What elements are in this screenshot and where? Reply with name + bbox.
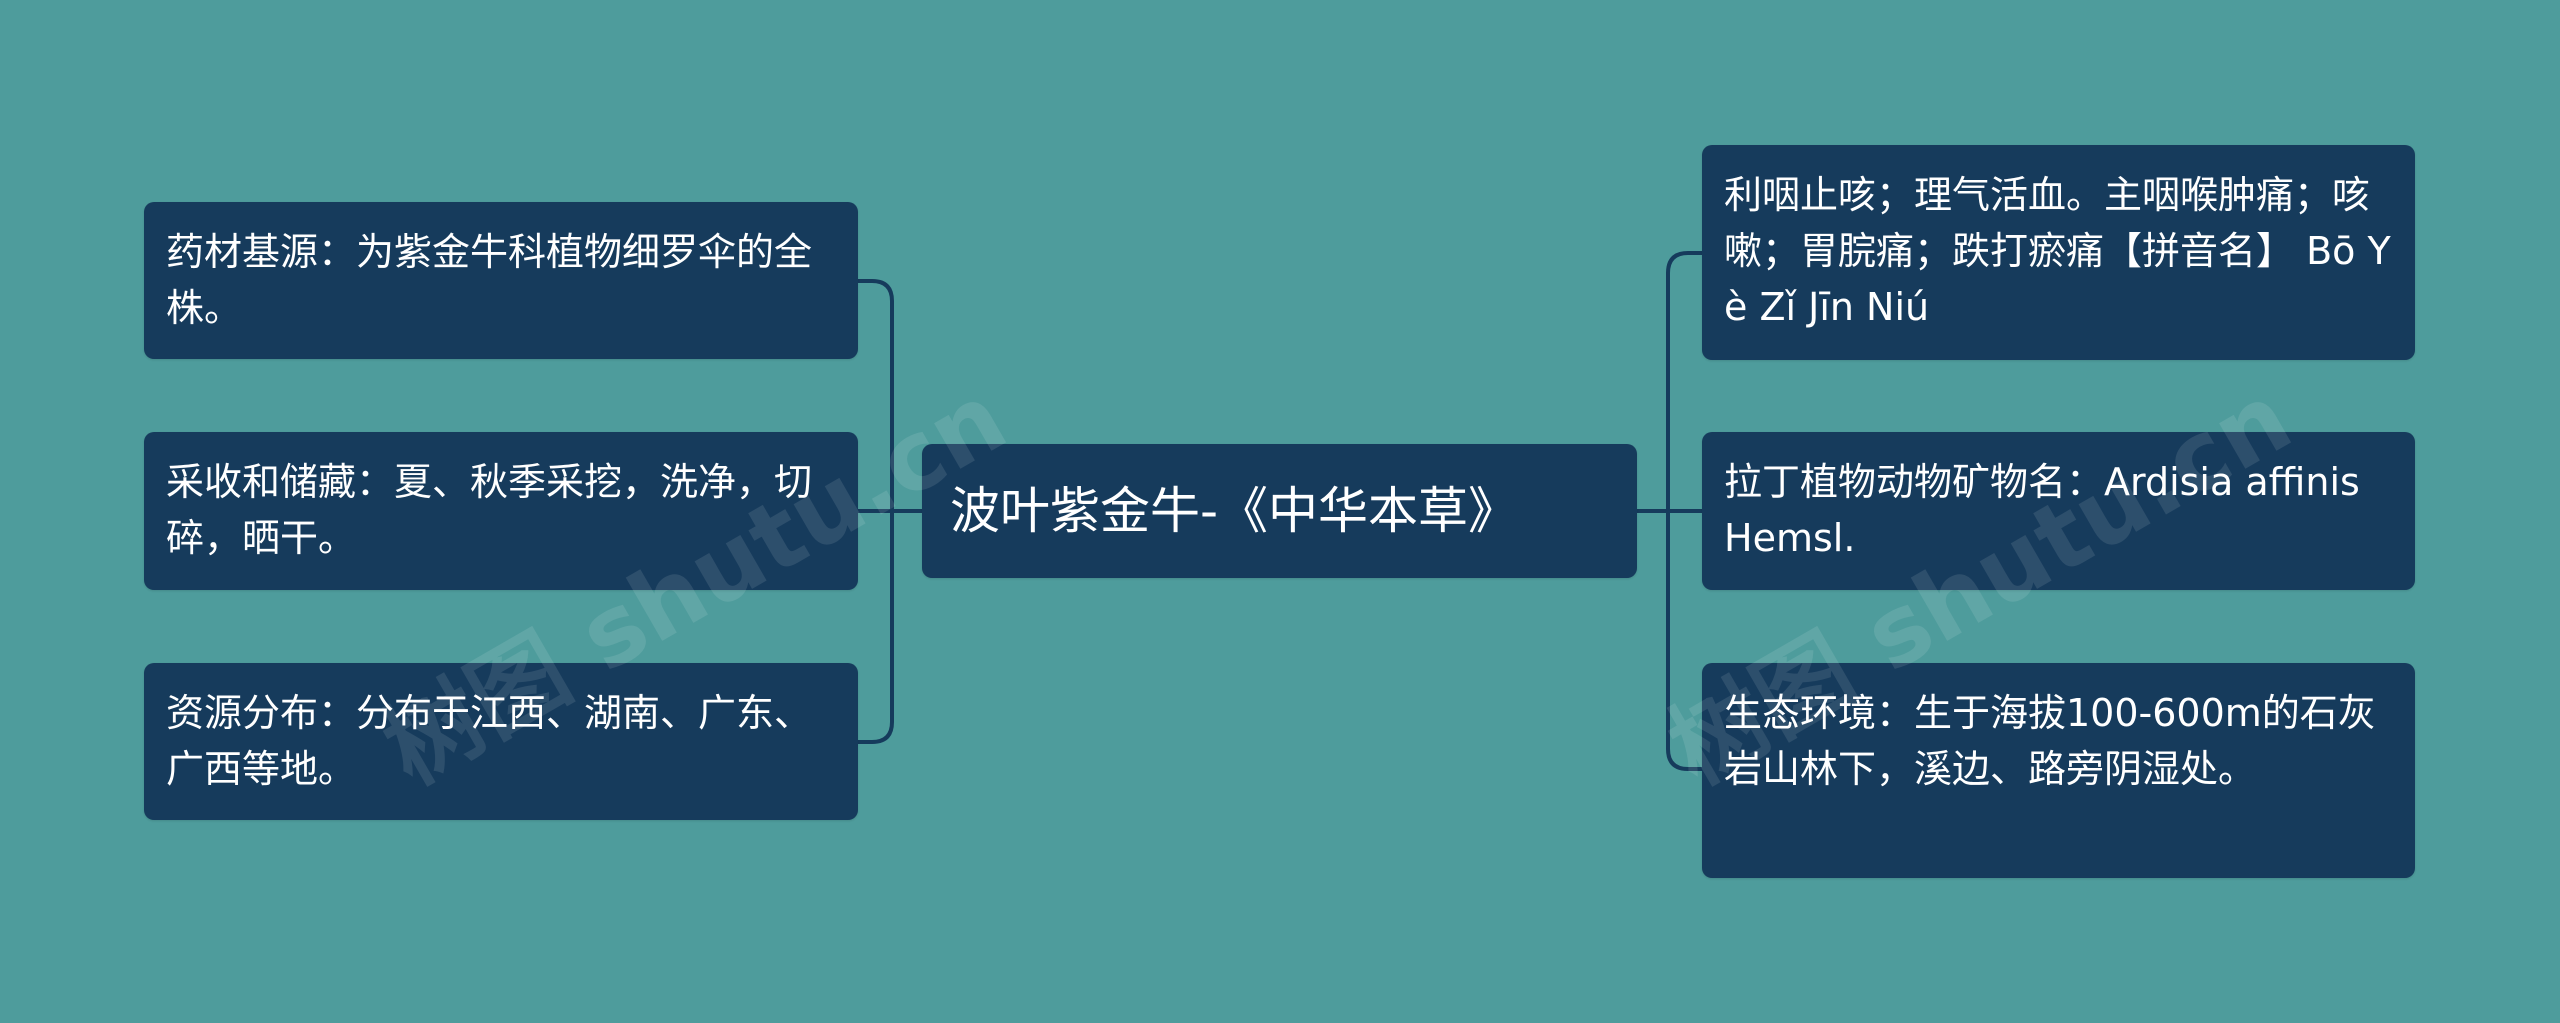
left-node-distribution[interactable]: 资源分布：分布于江西、湖南、广东、广西等地。: [144, 663, 858, 820]
root-node-label: 波叶紫金牛-《中华本草》: [950, 482, 1519, 540]
right-node-latin-name-label: 拉丁植物动物矿物名：Ardisia affinis Hemsl.: [1724, 460, 2360, 560]
right-node-habitat-label: 生态环境：生于海拔100-600m的石灰岩山林下，溪边、路旁阴湿处。: [1724, 691, 2376, 791]
right-node-efficacy[interactable]: 利咽止咳；理气活血。主咽喉肿痛；咳嗽；胃脘痛；跌打瘀痛【拼音名】 Bō Yè Z…: [1702, 145, 2415, 360]
right-node-efficacy-label: 利咽止咳；理气活血。主咽喉肿痛；咳嗽；胃脘痛；跌打瘀痛【拼音名】 Bō Yè Z…: [1724, 173, 2391, 329]
right-node-latin-name[interactable]: 拉丁植物动物矿物名：Ardisia affinis Hemsl.: [1702, 432, 2415, 590]
left-node-harvest-label: 采收和储藏：夏、秋季采挖，洗净，切碎，晒干。: [166, 460, 813, 560]
connector-left-1: [856, 279, 894, 513]
connector-right-1: [1666, 251, 1704, 513]
left-node-harvest[interactable]: 采收和储藏：夏、秋季采挖，洗净，切碎，晒干。: [144, 432, 858, 590]
connector-left-3: [856, 509, 894, 744]
root-node[interactable]: 波叶紫金牛-《中华本草》: [922, 444, 1637, 578]
left-node-source-label: 药材基源：为紫金牛科植物细罗伞的全株。: [166, 230, 813, 330]
connector-right-3: [1666, 509, 1704, 771]
left-node-source[interactable]: 药材基源：为紫金牛科植物细罗伞的全株。: [144, 202, 858, 359]
left-node-distribution-label: 资源分布：分布于江西、湖南、广东、广西等地。: [166, 691, 813, 791]
right-node-habitat[interactable]: 生态环境：生于海拔100-600m的石灰岩山林下，溪边、路旁阴湿处。: [1702, 663, 2415, 878]
